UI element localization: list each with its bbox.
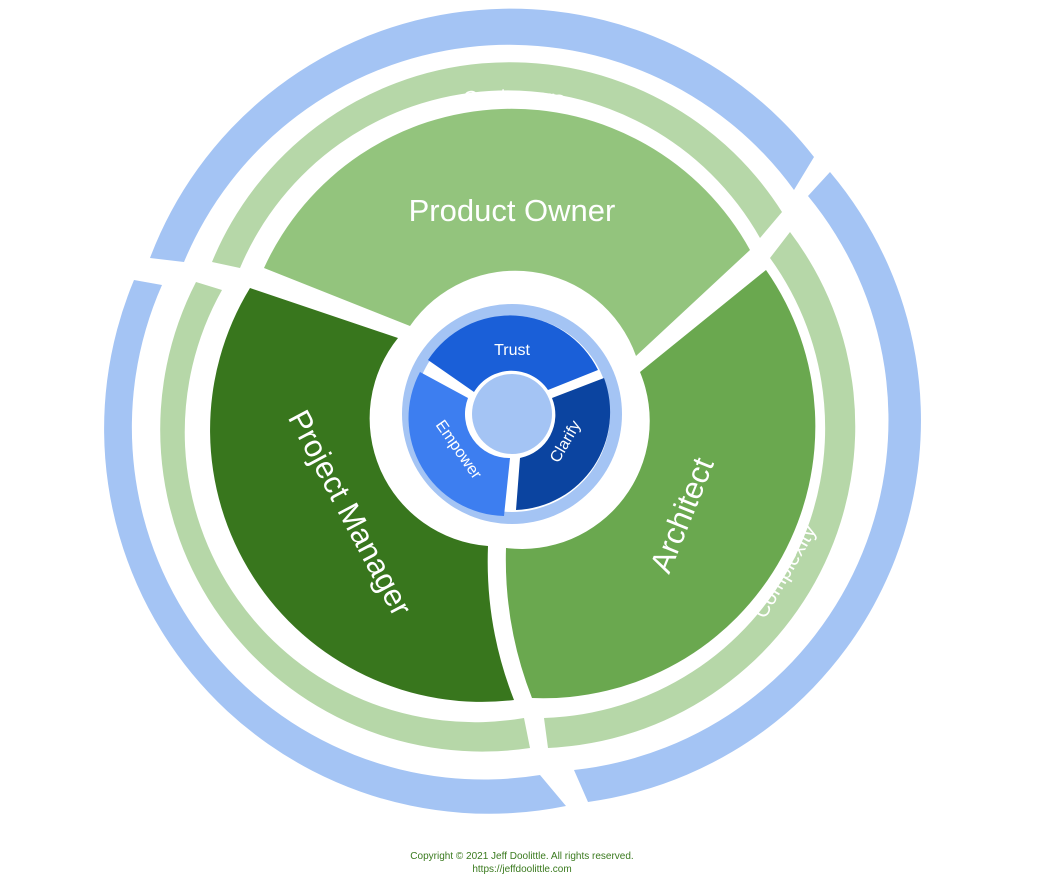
outer-ring-segment-right: [574, 172, 921, 802]
business-ring-segment: [160, 282, 530, 752]
outer-ring-segment-left: [104, 280, 567, 814]
project-manager-sector: [210, 288, 514, 702]
clarify-sector: [516, 378, 611, 510]
empower-sector: [408, 372, 510, 516]
outer-ring-segment-top: [150, 8, 814, 263]
complexity-ring-segment: [544, 232, 856, 748]
trust-label: Trust: [494, 342, 530, 359]
copyright-text: Copyright © 2021 Jeff Doolittle. All rig…: [410, 851, 634, 862]
footer: Copyright © 2021 Jeff Doolittle. All rig…: [0, 851, 1044, 876]
customers-label: Customers: [462, 84, 567, 111]
trust-sector: [428, 315, 598, 392]
website-link[interactable]: https://jeffdoolittle.com: [472, 863, 572, 875]
product-owner-sector: [264, 108, 750, 357]
core-hub: [472, 374, 552, 454]
architect-sector: [505, 270, 816, 699]
customers-ring-segment: [212, 62, 782, 268]
product-owner-label: Product Owner: [409, 193, 616, 228]
